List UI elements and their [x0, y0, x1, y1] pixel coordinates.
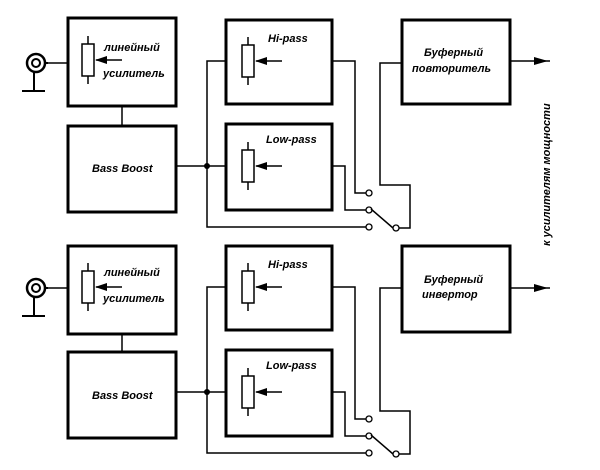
line-amp-label-1b: усилитель	[102, 68, 165, 80]
low-pass-label-2: Low-pass	[266, 360, 317, 372]
hi-pass-label-2: Hi-pass	[268, 259, 308, 271]
output-arrow-icon-1	[534, 57, 548, 65]
output-arrow-icon-2	[534, 284, 548, 292]
bass-boost-block-1	[66, 124, 178, 214]
buffer-label-1b: повторитель	[412, 63, 491, 75]
line-amp-label-2: линейный	[103, 267, 160, 279]
low-pass-label-1: Low-pass	[266, 134, 317, 146]
bass-boost-block-2	[66, 350, 178, 440]
rca-input-jack-1	[20, 52, 68, 93]
buffer-label-1: Буферный	[424, 47, 483, 59]
low-pass-block-2	[224, 348, 334, 438]
bass-boost-label-1: Bass Boost	[92, 163, 154, 175]
buffer-follower-block-1	[400, 18, 512, 106]
line-amp-label-2b: усилитель	[102, 293, 165, 305]
buffer-label-2: Буферный	[424, 274, 483, 286]
channel-2: линейный усилитель Bass Boost Hi-pass Lo…	[20, 244, 550, 458]
channel-1: линейный усилитель Bass Boost Hi-pass Lo…	[20, 16, 550, 232]
hi-pass-label-1: Hi-pass	[268, 33, 308, 45]
buffer-inverter-block-2	[400, 244, 512, 334]
buffer-label-2b: инвертор	[422, 289, 478, 301]
line-amp-label-1: линейный	[103, 42, 160, 54]
power-amps-side-label: к усилителям мощности	[541, 103, 553, 246]
rca-input-jack-2	[20, 277, 68, 318]
bass-boost-label-2: Bass Boost	[92, 390, 154, 402]
